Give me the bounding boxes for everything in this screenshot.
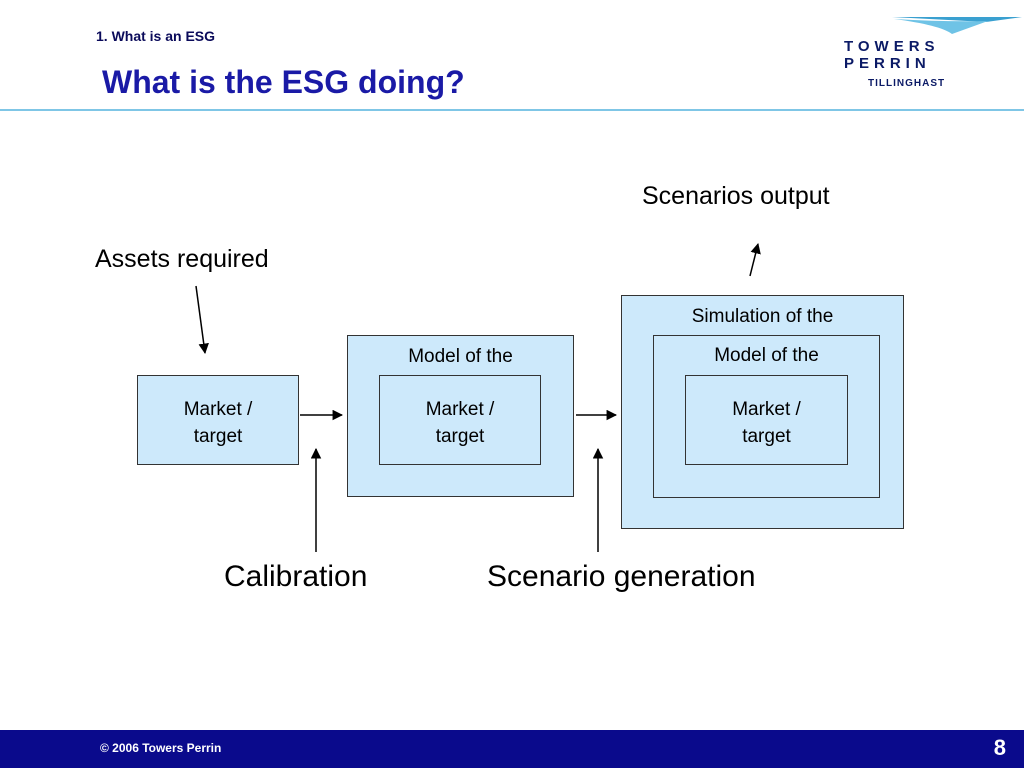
scenario-generation-label: Scenario generation bbox=[487, 560, 756, 593]
copyright-text: © 2006 Towers Perrin bbox=[100, 741, 222, 755]
model-market-target-line2: target bbox=[435, 426, 485, 447]
market-target-line1: Market / bbox=[183, 399, 253, 420]
assets-required-label: Assets required bbox=[95, 245, 269, 273]
model-market-target-line1: Market / bbox=[425, 399, 495, 420]
model-market-target-box: Market / target bbox=[379, 375, 541, 465]
simulation-box: Simulation of the Model of the Market / … bbox=[621, 295, 904, 529]
model-box-caption: Model of the bbox=[408, 346, 513, 367]
simulation-model-caption: Model of the bbox=[714, 345, 819, 366]
simulation-model-box: Model of the Market / target bbox=[653, 335, 880, 498]
simulation-market-target-line2: target bbox=[742, 426, 791, 447]
logo-text-line2: PERRIN bbox=[844, 55, 931, 72]
footer-bar: © 2006 Towers Perrin 8 bbox=[0, 730, 1024, 768]
simulation-market-target-line1: Market / bbox=[732, 399, 801, 420]
assets-to-market-arrow bbox=[195, 285, 209, 355]
logo-text-line1: TOWERS bbox=[844, 38, 940, 55]
header-divider bbox=[0, 109, 1024, 111]
section-label: 1. What is an ESG bbox=[96, 28, 216, 44]
simulation-box-caption: Simulation of the bbox=[691, 306, 834, 327]
model-market-target-text: Market / target bbox=[380, 396, 540, 450]
logo-text-line3: TILLINGHAST bbox=[868, 78, 946, 89]
simulation-market-target-text: Market / target bbox=[686, 396, 847, 450]
calibration-label: Calibration bbox=[224, 560, 368, 593]
simulation-market-target-box: Market / target bbox=[685, 375, 848, 465]
market-target-text: Market / target bbox=[138, 396, 298, 450]
slide-title: What is the ESG doing? bbox=[102, 64, 465, 100]
logo-swoosh-icon bbox=[892, 17, 1022, 34]
scenarios-output-label: Scenarios output bbox=[642, 182, 830, 210]
company-logo: TOWERS PERRIN TILLINGHAST bbox=[836, 14, 1024, 94]
page-number: 8 bbox=[993, 735, 1006, 760]
scenarios-output-arrow bbox=[749, 242, 761, 277]
market-target-line2: target bbox=[193, 426, 243, 447]
market-target-box: Market / target bbox=[137, 375, 299, 465]
model-box: Model of the Market / target bbox=[347, 335, 574, 497]
